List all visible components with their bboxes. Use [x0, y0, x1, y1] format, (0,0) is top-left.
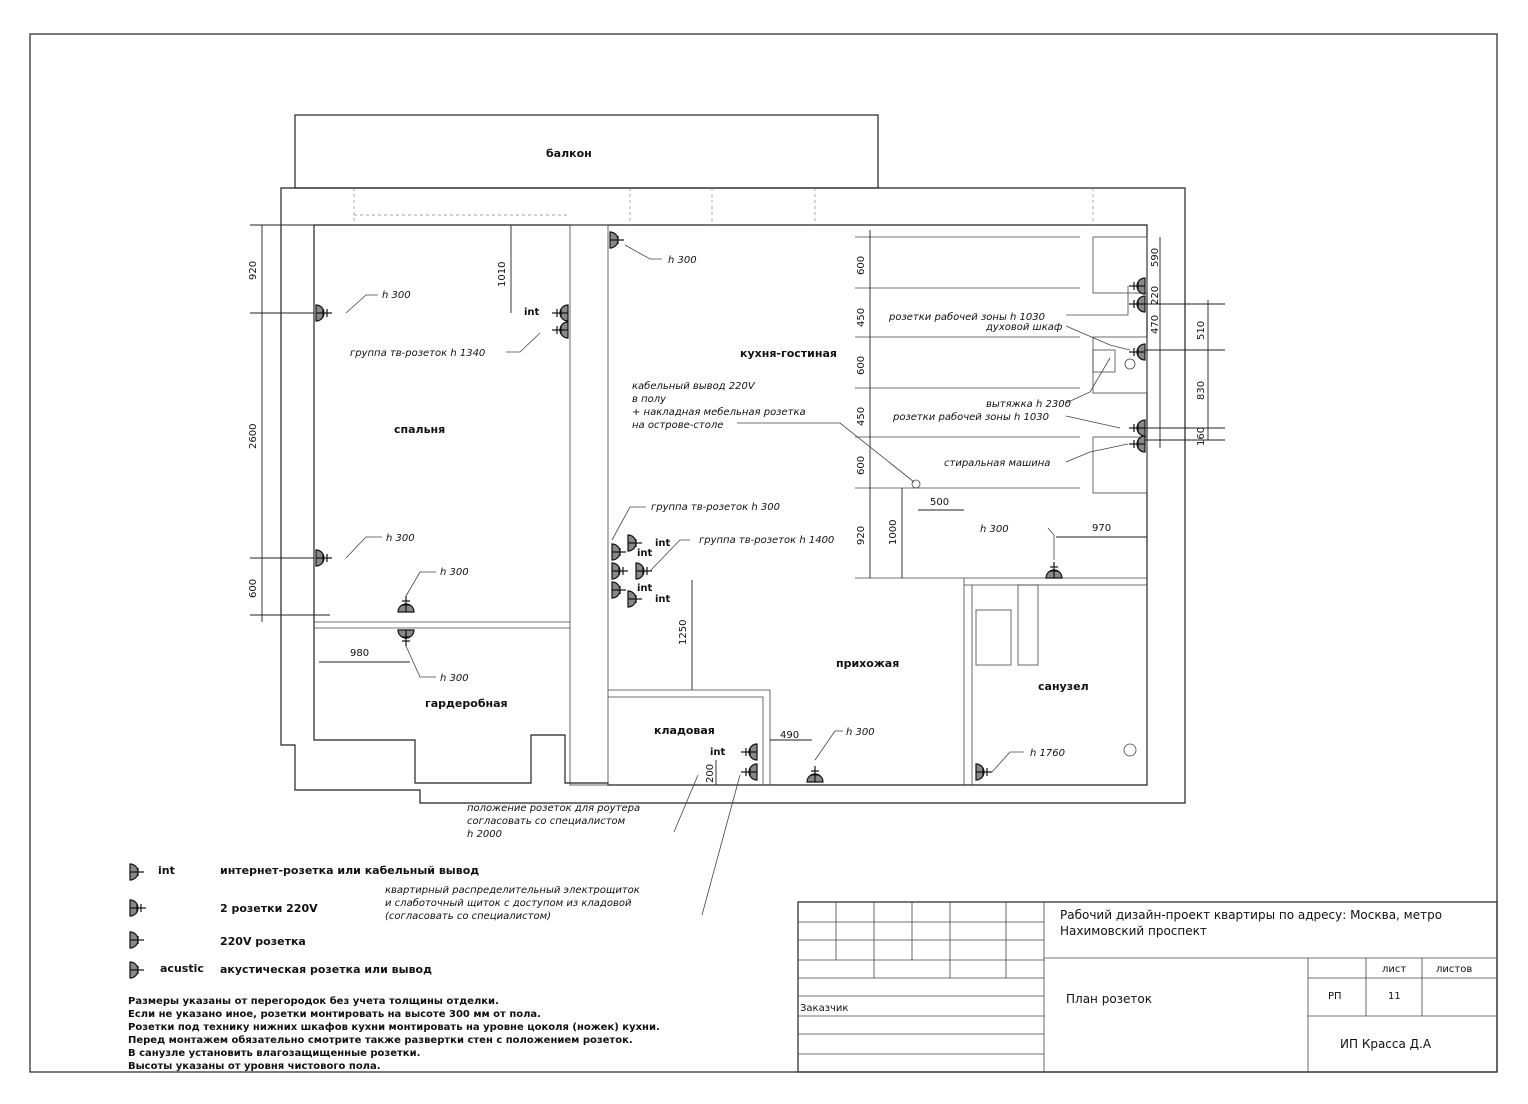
room-bedroom: спальня — [394, 423, 445, 436]
title-project: Рабочий дизайн-проект квартиры по адресу… — [1060, 908, 1442, 922]
room-hallway: прихожая — [836, 657, 899, 670]
int-label-5: int — [655, 594, 671, 605]
note-hood: вытяжка h 2300 — [986, 399, 1071, 410]
dim-2600: 2600 — [248, 424, 259, 449]
room-bathroom: санузел — [1038, 680, 1089, 693]
dim-830: 830 — [1196, 381, 1207, 400]
note-h300-3: h 300 — [668, 255, 697, 266]
general-note-1: Размеры указаны от перегородок без учета… — [128, 995, 499, 1007]
note-tv-group-1400: группа тв-розеток h 1400 — [699, 535, 834, 546]
note-router-3: h 2000 — [467, 829, 502, 840]
legend-acustic-tag: acustic — [160, 962, 204, 975]
dim-600-k1: 600 — [856, 256, 867, 275]
legend-int-desc: интернет-розетка или кабельный вывод — [220, 864, 479, 877]
note-panel-3: (согласовать со специалистом) — [385, 911, 551, 922]
title-author: ИП Красса Д.А — [1340, 1037, 1432, 1051]
room-wardrobe: гардеробная — [425, 697, 508, 710]
note-h300-5: h 300 — [440, 673, 469, 684]
title-sheet-label: лист — [1382, 964, 1406, 975]
inner-wall — [313, 224, 1148, 786]
title-project-2: Нахимовский проспект — [1060, 924, 1207, 938]
note-cable-4: на острове-столе — [632, 420, 723, 431]
dim-920-k: 920 — [856, 526, 867, 545]
note-panel-1: квартирный распределительный электрощито… — [385, 885, 640, 896]
title-block — [797, 901, 1498, 1073]
dim-1000: 1000 — [888, 520, 899, 545]
note-panel-2: и слаботочный щиток с доступом из кладов… — [385, 897, 632, 909]
legend-double-desc: 2 розетки 220V — [220, 902, 318, 915]
general-note-5: В санузле установить влагозащищенные роз… — [128, 1048, 420, 1059]
room-kitchen-living: кухня-гостиная — [740, 347, 837, 360]
int-label-4: int — [637, 583, 653, 594]
general-note-3: Розетки под технику нижних шкафов кухни … — [128, 1021, 660, 1033]
legend-acustic-desc: акустическая розетка или вывод — [220, 963, 432, 976]
title-stage: РП — [1328, 991, 1342, 1002]
outer-wall — [280, 187, 1186, 804]
note-cable-3: + накладная мебельная розетка — [632, 406, 806, 418]
note-tv-group-300: группа тв-розеток h 300 — [651, 502, 780, 513]
general-note-6: Высоты указаны от уровня чистового пола. — [128, 1061, 381, 1072]
legend-int-tag: int — [158, 864, 175, 877]
dim-980: 980 — [350, 648, 369, 659]
dim-450-k1: 450 — [856, 308, 867, 327]
note-h1760: h 1760 — [1030, 748, 1065, 759]
title-sheets-label: листов — [1436, 964, 1472, 975]
dim-920-left: 920 — [248, 261, 259, 280]
kitchen-cabinet — [1092, 236, 1148, 294]
legend-single-desc: 220V розетка — [220, 935, 306, 948]
int-label-1: int — [524, 307, 540, 318]
dim-600-k3: 600 — [856, 456, 867, 475]
note-cable-1: кабельный вывод 220V — [632, 380, 756, 392]
dim-1250: 1250 — [678, 620, 689, 645]
dim-600-left: 600 — [248, 579, 259, 598]
note-washer: стиральная машина — [944, 458, 1050, 469]
general-note-2: Если не указано иное, розетки монтироват… — [128, 1009, 541, 1020]
sheet-frame — [29, 33, 1498, 1073]
note-h300-6: h 300 — [846, 727, 875, 738]
title-sheet-no: 11 — [1388, 991, 1401, 1002]
storage-wall — [608, 689, 771, 785]
int-label-3: int — [637, 548, 653, 559]
note-work-zone-2: розетки рабочей зоны h 1030 — [892, 411, 1049, 423]
dim-490: 490 — [780, 730, 799, 741]
room-balcony: балкон — [546, 147, 592, 160]
general-note-4: Перед монтажем обязательно смотрите такж… — [128, 1034, 633, 1046]
dim-450-k2: 450 — [856, 407, 867, 426]
dim-510: 510 — [1196, 321, 1207, 340]
dim-1010: 1010 — [497, 262, 508, 287]
title-sheet-title: План розеток — [1066, 992, 1152, 1006]
note-work-zone-1: розетки рабочей зоны h 1030 — [888, 311, 1045, 323]
note-router-2: согласовать со специалистом — [467, 816, 626, 827]
note-h300-1: h 300 — [382, 290, 411, 301]
note-oven: духовой шкаф — [985, 322, 1063, 333]
title-client: Заказчик — [800, 1003, 848, 1014]
note-router-1: положение розеток для роутера — [467, 803, 640, 814]
dim-220: 220 — [1150, 286, 1161, 305]
partition-wall — [569, 224, 609, 786]
note-tv-group-1340: группа тв-розеток h 1340 — [350, 348, 485, 359]
int-label-6: int — [710, 747, 726, 758]
note-cable-2: в полу — [632, 394, 667, 405]
room-storage: кладовая — [654, 724, 715, 737]
note-h300-7: h 300 — [980, 524, 1009, 535]
dim-590: 590 — [1150, 248, 1161, 267]
dim-600-k2: 600 — [856, 356, 867, 375]
dim-160: 160 — [1196, 427, 1207, 446]
dim-970: 970 — [1092, 523, 1111, 534]
note-h300-4: h 300 — [440, 567, 469, 578]
dim-500: 500 — [930, 497, 949, 508]
dim-470: 470 — [1150, 315, 1161, 334]
dim-200: 200 — [705, 764, 716, 783]
int-label-2: int — [655, 538, 671, 549]
note-h300-2: h 300 — [386, 533, 415, 544]
